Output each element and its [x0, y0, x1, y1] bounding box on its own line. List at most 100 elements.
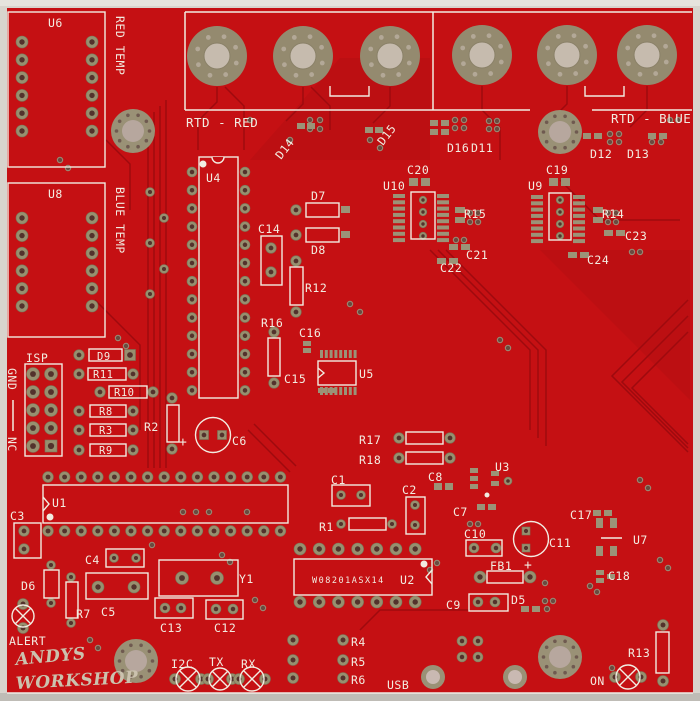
smd-pad	[604, 510, 612, 516]
disc-dot	[583, 59, 589, 65]
disc-dot	[380, 72, 386, 78]
smd-pad	[470, 476, 478, 481]
silk-label-c21: C21	[466, 248, 488, 262]
pad-hole	[293, 232, 299, 238]
via	[86, 636, 94, 644]
silk-label-u1: U1	[52, 496, 67, 510]
pad-hole	[242, 333, 248, 339]
pad-hole	[19, 74, 25, 81]
silk-label--: +	[524, 558, 532, 573]
silk-label-i2c: I2C	[171, 657, 193, 671]
pad-hole	[459, 638, 465, 644]
smd-pad	[324, 350, 328, 358]
pad-hole	[189, 169, 195, 175]
smd-pad	[437, 200, 449, 205]
disc-dot	[221, 34, 227, 40]
terminal-disc-hole	[289, 42, 317, 70]
silk-label-u5: U5	[359, 367, 374, 381]
via	[615, 138, 623, 146]
mount-hole	[549, 121, 571, 143]
disc-dot	[205, 35, 211, 40]
via	[549, 597, 557, 605]
silk-label-c12: C12	[214, 621, 236, 635]
smd-pad	[353, 387, 357, 395]
smd-pad	[409, 178, 418, 186]
smd-pad	[593, 217, 603, 223]
pad-hole	[261, 528, 267, 534]
pad-hole	[242, 388, 248, 393]
pad-hole	[412, 522, 418, 528]
copper-trace	[437, 249, 539, 438]
smd-pad	[470, 484, 478, 489]
pad-hole	[178, 528, 184, 534]
smd-pad	[430, 129, 438, 135]
smd-pad	[593, 510, 601, 516]
silk-label-c17: C17	[570, 508, 592, 522]
pad-hole	[242, 351, 248, 357]
copper-trace	[253, 423, 297, 467]
via	[615, 130, 623, 138]
smd-pad	[477, 504, 485, 510]
pad-hole	[89, 110, 95, 116]
pad-hole	[558, 222, 562, 226]
silk-dot	[484, 492, 490, 498]
smd-pad	[568, 252, 577, 258]
mount-dot	[126, 113, 130, 118]
r17-outline	[405, 431, 444, 445]
disc-dot	[207, 72, 213, 78]
smd-pad	[437, 206, 449, 211]
pad-hole	[161, 215, 167, 221]
smd-pad	[573, 232, 585, 237]
rx-led	[239, 666, 265, 692]
via	[604, 209, 612, 217]
pad-hole	[335, 546, 342, 552]
pad-hole	[194, 474, 200, 480]
via	[466, 218, 474, 226]
silk-dot	[46, 513, 54, 521]
smd-pad	[348, 387, 352, 395]
pad-hole	[162, 605, 168, 611]
pad-hole	[493, 545, 499, 551]
via	[636, 476, 644, 484]
silk-label-r2: R2	[144, 420, 159, 434]
pad-hole	[145, 528, 151, 534]
mount-dot	[139, 674, 143, 679]
smd-pad	[549, 178, 558, 186]
pad-hole	[242, 169, 248, 175]
c4-outline	[105, 548, 145, 568]
disc-dot	[307, 34, 313, 40]
copper-trace	[94, 299, 141, 430]
via	[466, 209, 474, 217]
pad-hole	[316, 546, 322, 552]
copper-trace	[247, 429, 291, 473]
pad-hole	[558, 210, 562, 214]
silk-label--: +	[179, 435, 187, 450]
silk-label-c4: C4	[85, 553, 100, 567]
silk-label-r9: R9	[99, 445, 113, 457]
smd-pad	[531, 220, 543, 225]
pad-hole	[558, 234, 562, 238]
disc-dot	[319, 44, 324, 50]
pad-hole	[189, 278, 195, 284]
pad-hole	[354, 599, 361, 605]
r16-outline	[267, 337, 281, 377]
smd-pad	[437, 258, 446, 264]
mount-dot	[571, 120, 576, 125]
disc-dot	[196, 62, 201, 68]
pad-hole	[131, 584, 137, 590]
smd-pad	[470, 468, 478, 473]
copper-trace	[429, 249, 531, 430]
disc-dot	[470, 34, 476, 39]
c9-outline	[468, 593, 509, 612]
d8-outline	[305, 227, 340, 243]
smd-pad	[297, 123, 305, 129]
tx-led	[208, 667, 232, 691]
mount-dot	[571, 139, 576, 144]
silk-label-c3: C3	[10, 509, 25, 523]
via	[205, 508, 213, 516]
pad-hole	[374, 599, 380, 605]
silk-label-d16: D16	[447, 141, 469, 155]
pad-hole	[211, 528, 217, 534]
r8-outline	[89, 404, 127, 418]
